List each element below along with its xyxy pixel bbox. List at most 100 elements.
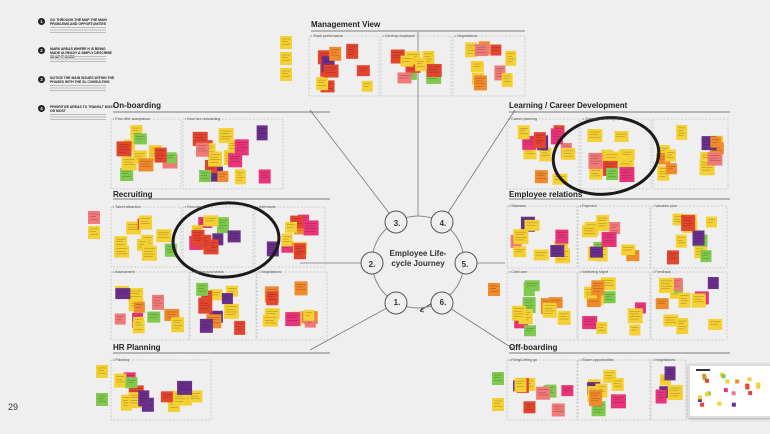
- sticky-note: [664, 366, 676, 381]
- sticky-note: [280, 36, 292, 49]
- sticky-note: [199, 318, 213, 333]
- thumbnail-note: [747, 377, 752, 382]
- sticky-note: [163, 152, 177, 164]
- section-title-hr-planning: HR Planning: [113, 343, 161, 352]
- sticky-note: [203, 215, 219, 227]
- sticky-note: [329, 46, 342, 61]
- sticky-note: [591, 280, 605, 296]
- sticky-note: [533, 249, 549, 261]
- section-title-offboarding: Off-boarding: [509, 343, 558, 352]
- sticky-note: [217, 171, 229, 183]
- sticky-note: [96, 365, 108, 378]
- sub-area-panel: [110, 206, 182, 268]
- step-description-lines: [50, 114, 106, 121]
- sub-area-panel: [506, 271, 578, 341]
- sticky-note: [522, 297, 536, 314]
- phase-circle: [360, 251, 384, 275]
- thumbnail-note: [731, 402, 736, 407]
- sub-area-panel: [380, 35, 452, 97]
- sticky-note: [201, 290, 213, 302]
- sticky-note: [88, 226, 100, 239]
- connector-line: [309, 302, 397, 351]
- step-number: 3: [38, 76, 45, 83]
- sub-label: Assessment: [113, 270, 135, 274]
- thumbnail-note: [756, 382, 761, 387]
- sub-label: Talent attraction: [113, 205, 140, 209]
- sticky-note: [492, 398, 504, 411]
- sticky-note: [160, 391, 174, 403]
- sticky-note: [523, 401, 536, 414]
- thumbnail-note: [748, 391, 753, 396]
- sticky-note: [596, 215, 610, 232]
- sub-area-panel: [506, 118, 580, 190]
- sticky-note: [691, 293, 706, 308]
- thumbnail-note: [704, 392, 709, 397]
- sub-label: Recruiting: [185, 205, 203, 209]
- highlight-circle-recruiting: [171, 201, 281, 279]
- sticky-note: [128, 288, 144, 303]
- sticky-note: [136, 238, 148, 251]
- sticky-note: [611, 377, 624, 391]
- sticky-note: [606, 168, 619, 181]
- sticky-note: [676, 124, 688, 140]
- thumbnail-note: [745, 383, 750, 388]
- phase-number-5: 5.: [461, 260, 469, 269]
- sticky-note: [619, 167, 635, 183]
- sticky-note: [629, 324, 641, 336]
- sticky-note: [655, 389, 667, 404]
- phase-number-2: 2.: [368, 260, 376, 269]
- sticky-note: [133, 133, 147, 145]
- sticky-note: [609, 222, 621, 235]
- thumbnail-note: [697, 395, 702, 400]
- connector-line: [441, 302, 516, 351]
- sub-label: Negotiations: [455, 34, 477, 38]
- thumbnail-title-bar: [696, 369, 710, 371]
- sticky-note: [589, 246, 603, 258]
- phase-circle: [430, 210, 454, 234]
- sticky-note: [490, 44, 502, 56]
- sticky-note: [138, 158, 154, 172]
- sticky-note: [221, 293, 233, 305]
- sticky-note: [542, 302, 557, 318]
- thumbnail-note: [697, 397, 702, 402]
- sticky-note: [316, 77, 329, 91]
- sticky-note: [147, 311, 161, 323]
- sticky-note: [621, 244, 636, 256]
- section-title-onboarding: On-boarding: [113, 101, 161, 110]
- thumbnail-notes: [696, 369, 761, 407]
- sub-area-panel: [452, 35, 526, 97]
- sticky-note: [604, 151, 620, 163]
- sticky-note: [678, 292, 691, 308]
- sticky-note: [596, 321, 608, 334]
- sub-label: Firing/Letting go: [509, 358, 537, 362]
- section-title-learning: Learning / Career Development: [509, 101, 628, 110]
- sticky-note: [658, 277, 674, 293]
- slide-thumbnail[interactable]: [688, 364, 770, 418]
- sticky-note: [196, 142, 210, 157]
- sub-label: New hire onboarding: [185, 117, 220, 121]
- sticky-note: [557, 310, 571, 325]
- sticky-note: [280, 68, 292, 81]
- sticky-note: [196, 282, 209, 296]
- sticky-note: [473, 75, 487, 91]
- sticky-note: [533, 132, 546, 149]
- sticky-note: [514, 378, 527, 393]
- step-description-lines: [50, 27, 106, 34]
- sticky-note: [262, 314, 278, 327]
- thumbnail-note: [717, 401, 722, 406]
- sticky-note: [303, 309, 315, 321]
- sticky-note: [264, 308, 280, 320]
- sticky-note: [114, 313, 126, 325]
- sub-label: Sickness: [509, 204, 525, 208]
- sub-area-panel: [182, 118, 284, 190]
- sticky-note: [588, 152, 603, 169]
- thumbnail-preview: [696, 369, 761, 407]
- thumbnail-note: [725, 379, 730, 384]
- connector-line: [441, 109, 516, 223]
- sticky-note: [125, 377, 138, 389]
- sub-area-panel: [182, 206, 254, 268]
- step-text: NOTICE THE MAIN ISSUES WITHIN THE PHASES…: [50, 76, 115, 84]
- sticky-note: [225, 285, 238, 297]
